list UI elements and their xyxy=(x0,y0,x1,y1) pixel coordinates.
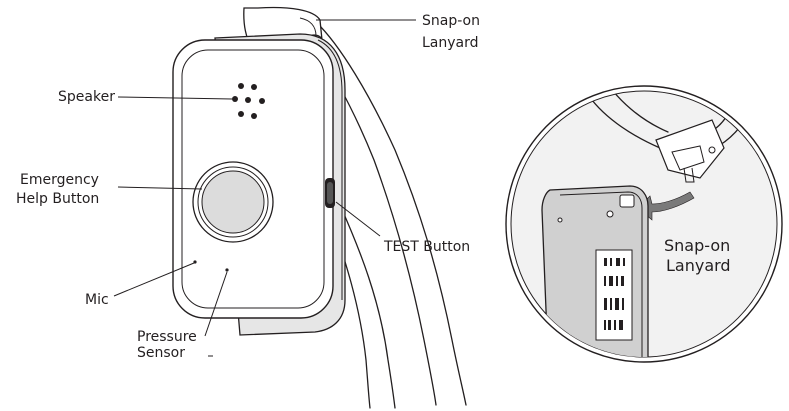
leader-lines xyxy=(113,19,416,337)
label-pressure-1: Pressure xyxy=(137,329,197,345)
label-emergency-1: Emergency xyxy=(20,172,99,188)
pendant-device xyxy=(172,6,467,409)
label-speaker: Speaker xyxy=(58,89,115,105)
label-snap-on-lanyard-detail-1: Snap-on xyxy=(664,236,730,255)
label-snap-on-lanyard-top-2: Lanyard xyxy=(422,35,479,51)
label-mic: Mic xyxy=(85,292,109,308)
mic-hole xyxy=(193,260,197,264)
lanyard-detail-view xyxy=(505,85,783,363)
label-snap-on-lanyard-detail-2: Lanyard xyxy=(666,256,731,275)
emergency-help-button xyxy=(192,161,274,243)
label-emergency-2: Help Button xyxy=(16,191,99,207)
snap-connector xyxy=(655,119,725,183)
pressure-sensor-hole xyxy=(225,268,229,272)
label-pressure-2: Sensor xyxy=(137,345,185,361)
speaker-holes xyxy=(232,83,265,119)
label-test-button: TEST Button xyxy=(383,239,470,255)
device-back xyxy=(541,185,649,357)
label-snap-on-lanyard-top-1: Snap-on xyxy=(422,13,480,29)
